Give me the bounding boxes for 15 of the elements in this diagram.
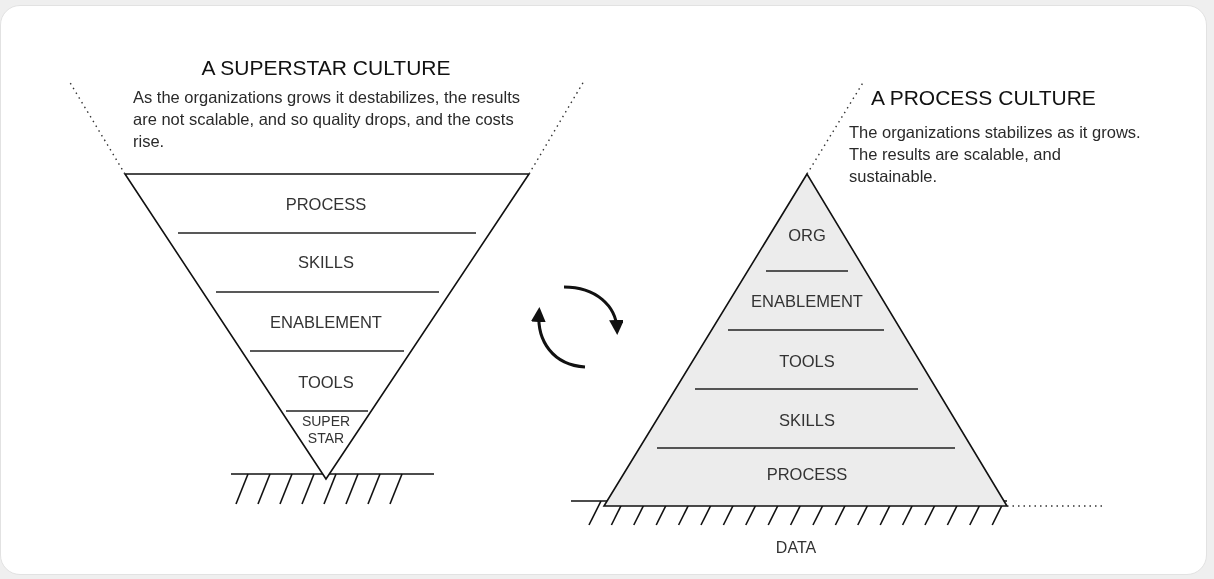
culture-heading: A PROCESS CULTURE	[871, 86, 1096, 110]
layer-label: SKILLS	[246, 250, 406, 274]
culture-heading: A SUPERSTAR CULTURE	[201, 56, 451, 80]
layer-label: ENABLEMENT	[246, 310, 406, 334]
layer-label: ORG	[767, 223, 847, 247]
description-text: The organizations stabilizes as it grows. The results are scalable, and sustainable.	[849, 122, 1142, 187]
ground-label: DATA	[775, 539, 817, 557]
layer-label: ENABLEMENT	[737, 289, 877, 313]
layer-label: TOOLS	[246, 370, 406, 394]
layer-label: PROCESS	[727, 462, 887, 486]
layer-label: SKILLS	[737, 408, 877, 432]
description-text: As the organizations grows it destabilizes, the results are not scalable, and so quality drops, and the costs rise.	[133, 87, 522, 152]
layer-label: PROCESS	[246, 192, 406, 216]
layer-label: SUPER STAR	[291, 413, 361, 447]
layer-label: TOOLS	[737, 349, 877, 373]
